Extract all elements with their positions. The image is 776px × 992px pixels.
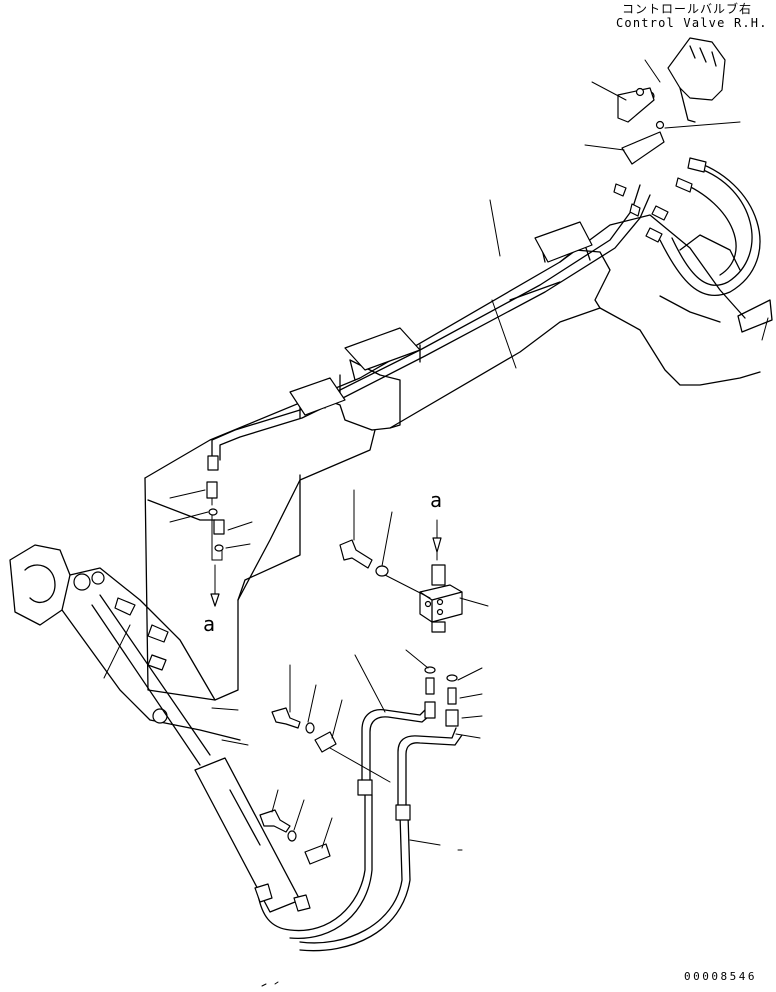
view-marker-a-center: a — [430, 488, 443, 512]
boom-detail-strokes — [211, 707, 249, 746]
lower-cylinder — [194, 757, 301, 913]
boom-tubes — [211, 184, 651, 461]
boom-structure — [144, 214, 773, 701]
drawing-number: 00008546 — [684, 970, 757, 983]
lower-tubes — [361, 704, 463, 806]
fittings — [206, 455, 459, 727]
lower-hoses — [254, 779, 411, 952]
arm-cylinder — [9, 544, 241, 766]
tube-clamps — [289, 221, 593, 416]
control-valve — [617, 37, 726, 165]
valve-title-japanese: コントロールバルブ右 — [622, 2, 753, 16]
top-hose-loop — [613, 157, 761, 297]
center-valve-block — [419, 519, 463, 633]
valve-title-english: Control Valve R.H. — [616, 16, 768, 30]
leader-lines — [103, 59, 769, 987]
center-bolts — [259, 539, 389, 865]
view-marker-a-left: a — [203, 612, 216, 636]
